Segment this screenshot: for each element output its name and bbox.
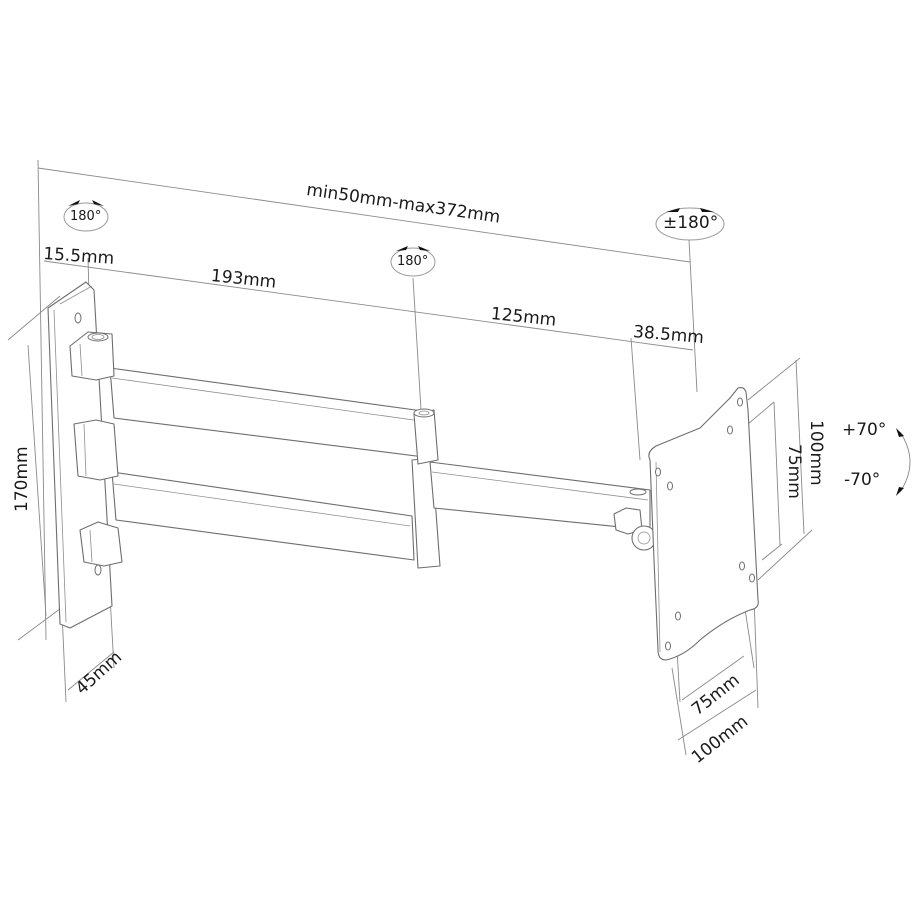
vesa-hole	[665, 641, 671, 651]
rotation-badge-middle: 180°	[397, 254, 429, 269]
vesa-plate	[648, 386, 759, 661]
vesa-vertical-large-label: 100mm	[806, 420, 826, 486]
tilt-up-label: +70°	[842, 420, 887, 440]
rotation-badge-head-shapes	[655, 207, 725, 241]
wall-plate-hole-top	[74, 312, 82, 324]
rotation-badge-head: ±180°	[663, 213, 719, 233]
tilt-arrows	[896, 428, 904, 496]
wall-plate-height-label: 170mm	[12, 446, 32, 512]
dimension-lines	[7, 159, 911, 756]
middle-joint	[413, 408, 439, 465]
vesa-hole	[739, 561, 745, 571]
vesa-vertical-small-label: 75mm	[784, 444, 804, 499]
vesa-hole	[737, 397, 743, 407]
tilt-down-label: -70°	[844, 470, 881, 490]
rotation-badge-wall-shapes	[63, 200, 109, 232]
wall-plate-hole-bottom	[94, 564, 102, 576]
vesa-hole	[749, 573, 755, 583]
tilt-knob	[613, 488, 657, 551]
rotation-badge-middle-shapes	[390, 246, 436, 277]
middle-joint-bolt	[413, 408, 435, 418]
rotation-badge-wall: 180°	[70, 209, 102, 224]
first-arm	[109, 367, 441, 569]
vesa-hole	[655, 467, 661, 477]
vesa-hole	[675, 611, 681, 621]
vesa-hole	[667, 481, 673, 491]
vesa-hole	[727, 425, 733, 435]
wall-hinges	[69, 331, 123, 567]
